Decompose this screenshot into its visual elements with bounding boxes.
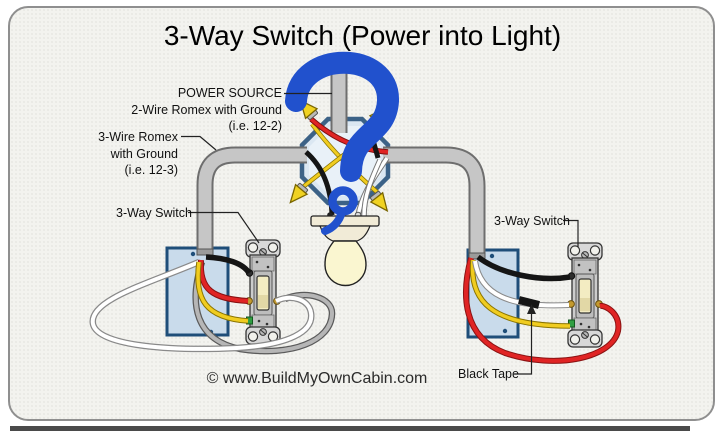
leader-lines bbox=[181, 92, 579, 375]
leader-arrowhead bbox=[527, 304, 536, 314]
question-mark bbox=[285, 51, 399, 235]
power-source-line3: (i.e. 12-2) bbox=[228, 119, 283, 133]
black-tape-mark bbox=[518, 296, 540, 309]
right-conduit bbox=[383, 146, 486, 260]
ground-wire bbox=[193, 261, 334, 354]
light-bulb bbox=[324, 240, 367, 287]
diagram-title: 3-Way Switch (Power into Light) bbox=[163, 20, 562, 51]
switch-left-label: 3-Way Switch bbox=[116, 206, 192, 220]
question-mark-tail bbox=[321, 208, 346, 235]
right-box-wires bbox=[463, 254, 622, 364]
question-mark-hook bbox=[285, 51, 399, 182]
romex-3wire-line1: 3-Wire Romex bbox=[98, 130, 178, 144]
leader-black-tape bbox=[514, 313, 533, 375]
power-source-label: POWER SOURCE 2-Wire Romex with Ground (i… bbox=[90, 85, 282, 135]
yellow-wire bbox=[470, 259, 571, 328]
black-wire bbox=[205, 254, 252, 275]
yellow-wire bbox=[196, 261, 249, 323]
left-conduit bbox=[196, 146, 307, 256]
black-tape-label: Black Tape bbox=[458, 367, 519, 381]
white-wire bbox=[90, 260, 314, 351]
romex-3wire-label: 3-Wire Romex with Ground (i.e. 12-3) bbox=[68, 129, 178, 179]
left-box-wires bbox=[89, 254, 336, 355]
leader-romex3 bbox=[181, 135, 217, 151]
bulb-holder bbox=[310, 211, 380, 242]
power-source-line1: POWER SOURCE bbox=[177, 86, 282, 100]
left-3way-switch bbox=[244, 239, 282, 345]
white-wire bbox=[362, 159, 382, 217]
copyright-text: © www.BuildMyOwnCabin.com bbox=[206, 370, 428, 387]
romex-3wire-line3: (i.e. 12-3) bbox=[124, 163, 179, 177]
white-wire bbox=[473, 260, 570, 308]
black-wire bbox=[476, 254, 571, 282]
right-3way-switch bbox=[566, 242, 604, 348]
romex-3wire-line2: with Ground bbox=[110, 146, 178, 161]
bottom-page-bar bbox=[10, 426, 690, 431]
power-source-line2: 2-Wire Romex with Ground bbox=[131, 102, 282, 117]
leader-switch-right bbox=[563, 219, 579, 247]
red-wire bbox=[464, 257, 621, 363]
leader-switch-left bbox=[188, 211, 260, 244]
switch-right-label: 3-Way Switch bbox=[494, 214, 570, 228]
